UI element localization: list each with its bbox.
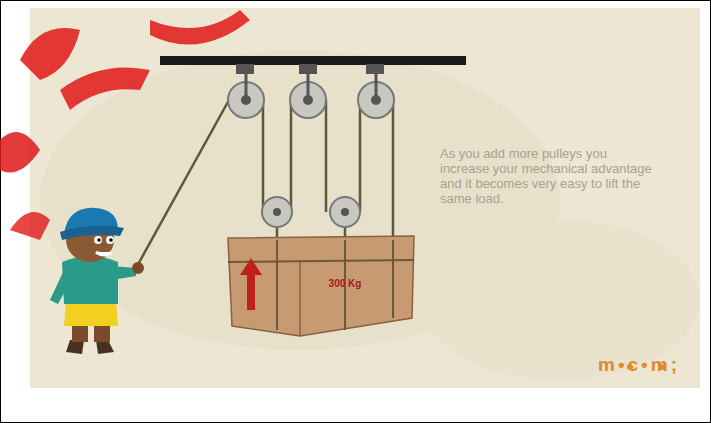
- load-box: 300 Kg: [300, 268, 390, 298]
- caption-note: As you add more pulleys you increase you…: [440, 146, 655, 206]
- logo: m•c•m;: [598, 354, 698, 376]
- load-weight: 300 Kg: [329, 278, 362, 289]
